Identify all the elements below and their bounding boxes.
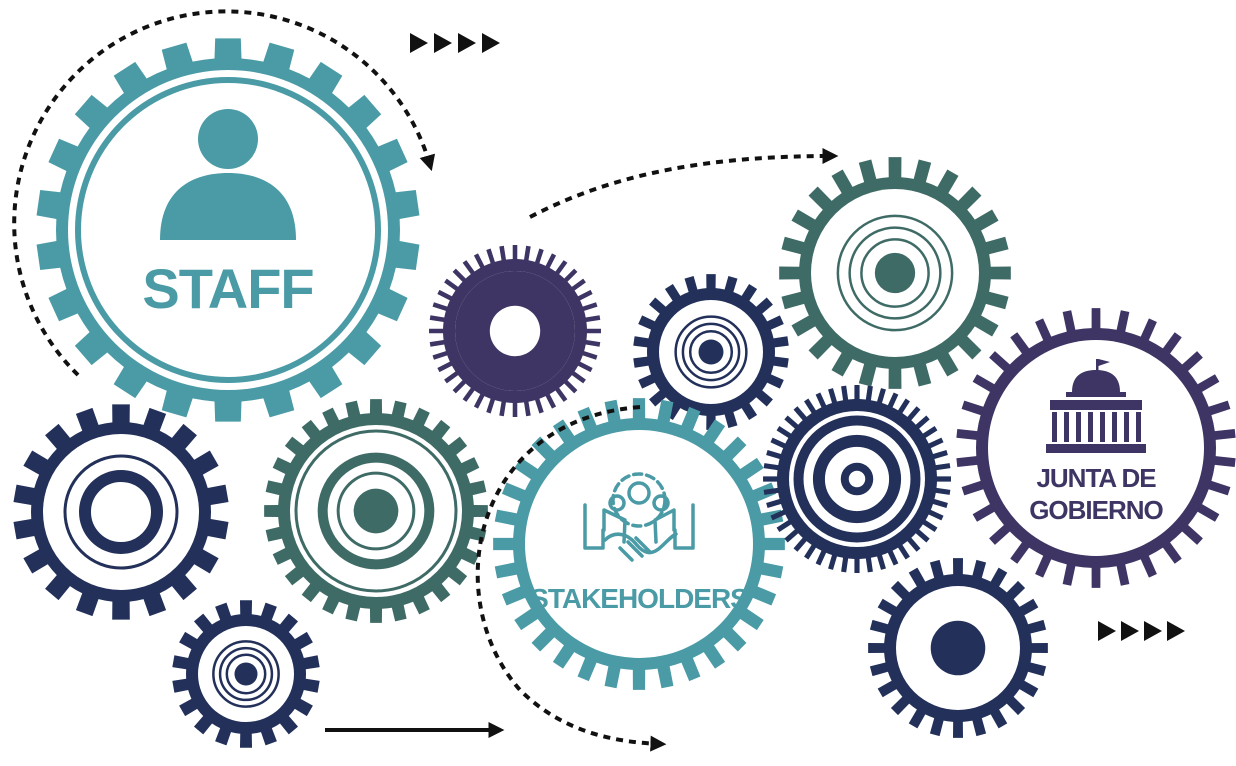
handshake-gear-icon [583, 472, 695, 562]
stakeholders-label: STAKEHOLDERS [530, 583, 748, 614]
junta-label-line1: JUNTA DE [1036, 463, 1156, 493]
staff-label: STAFF [142, 257, 313, 320]
gear-navy-mid [633, 274, 789, 430]
gear-navy-target [763, 385, 951, 573]
junta-label-line2: GOBIERNO [1029, 495, 1163, 525]
gear-navy-left [13, 404, 229, 620]
person-icon [160, 109, 296, 240]
staff-dotted-arc-arrow [12, 9, 436, 377]
government-building-icon [1046, 359, 1146, 453]
top-dotted-arrow [529, 148, 839, 219]
gear-navy-small [172, 600, 320, 748]
chevrons-top [410, 33, 500, 53]
gear-navy-dot [868, 558, 1048, 738]
chevrons-bottom [1098, 621, 1185, 641]
gear-stakeholders [493, 398, 785, 690]
gear-green-center [264, 399, 488, 623]
gear-green-right [779, 157, 1011, 389]
stakeholders-dotted-arc-arrow [475, 405, 667, 752]
gear-purple-ring [429, 245, 601, 417]
